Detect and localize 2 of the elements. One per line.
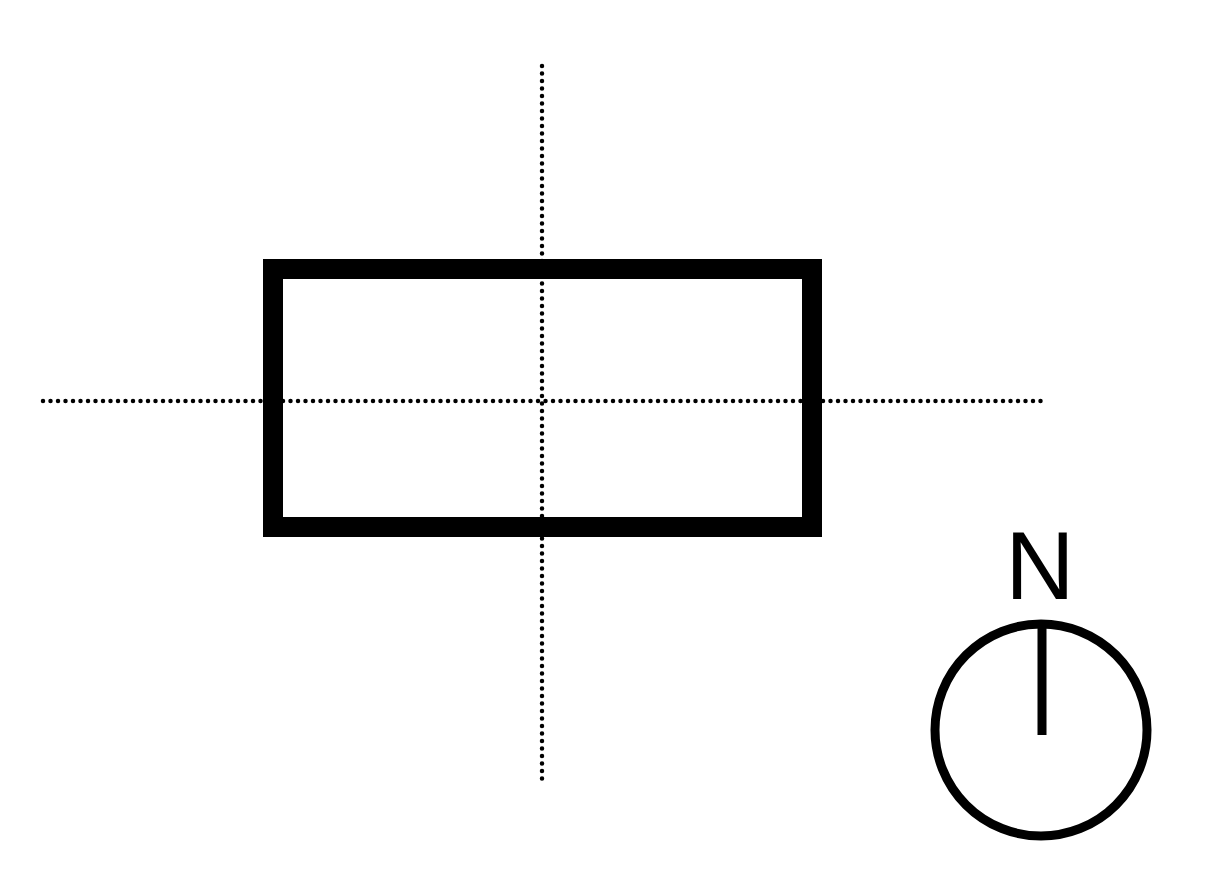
north-label: N: [1005, 518, 1075, 614]
building-outline: [263, 259, 822, 537]
